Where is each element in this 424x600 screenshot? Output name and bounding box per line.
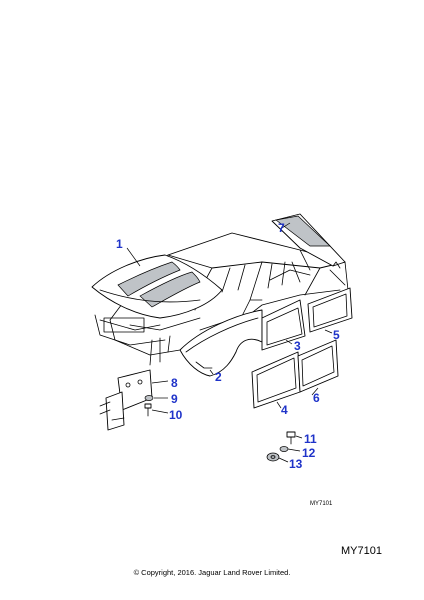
callout-11: 11 (304, 432, 317, 446)
callout-13: 13 (289, 457, 303, 471)
callouts: 1 2 3 4 5 6 7 8 9 10 11 12 13 (116, 221, 340, 471)
rear-door-lower-part (297, 339, 339, 393)
callout-2: 2 (215, 370, 222, 384)
washer-13-part (266, 452, 280, 462)
bonnet-hinge-part (99, 369, 153, 431)
callout-3: 3 (294, 339, 301, 353)
washer-12-part (279, 446, 289, 452)
bonnet-part (91, 254, 223, 319)
diagram-inner-id: MY7101 (310, 501, 333, 507)
callout-8: 8 (171, 376, 178, 390)
callout-4: 4 (281, 403, 288, 417)
front-door-lower-part (251, 351, 301, 409)
leader-lines (126, 222, 333, 463)
callout-6: 6 (313, 391, 320, 405)
rear-door-upper-part (307, 287, 353, 333)
callout-10: 10 (169, 408, 183, 422)
car-body-shell (94, 232, 349, 366)
callout-5: 5 (333, 328, 340, 342)
callout-7: 7 (278, 221, 285, 235)
copyright-notice: © Copyright, 2016. Jaguar Land Rover Lim… (133, 568, 291, 577)
callout-12: 12 (302, 446, 316, 460)
callout-9: 9 (171, 392, 178, 406)
bolt-10-part (144, 403, 152, 417)
washer-9-part (144, 395, 154, 401)
front-door-upper-part (261, 299, 306, 351)
callout-1: 1 (116, 237, 123, 251)
front-wing-part (179, 309, 263, 377)
reference-code: MY7101 (341, 545, 382, 557)
bolt-11-part (286, 431, 296, 445)
